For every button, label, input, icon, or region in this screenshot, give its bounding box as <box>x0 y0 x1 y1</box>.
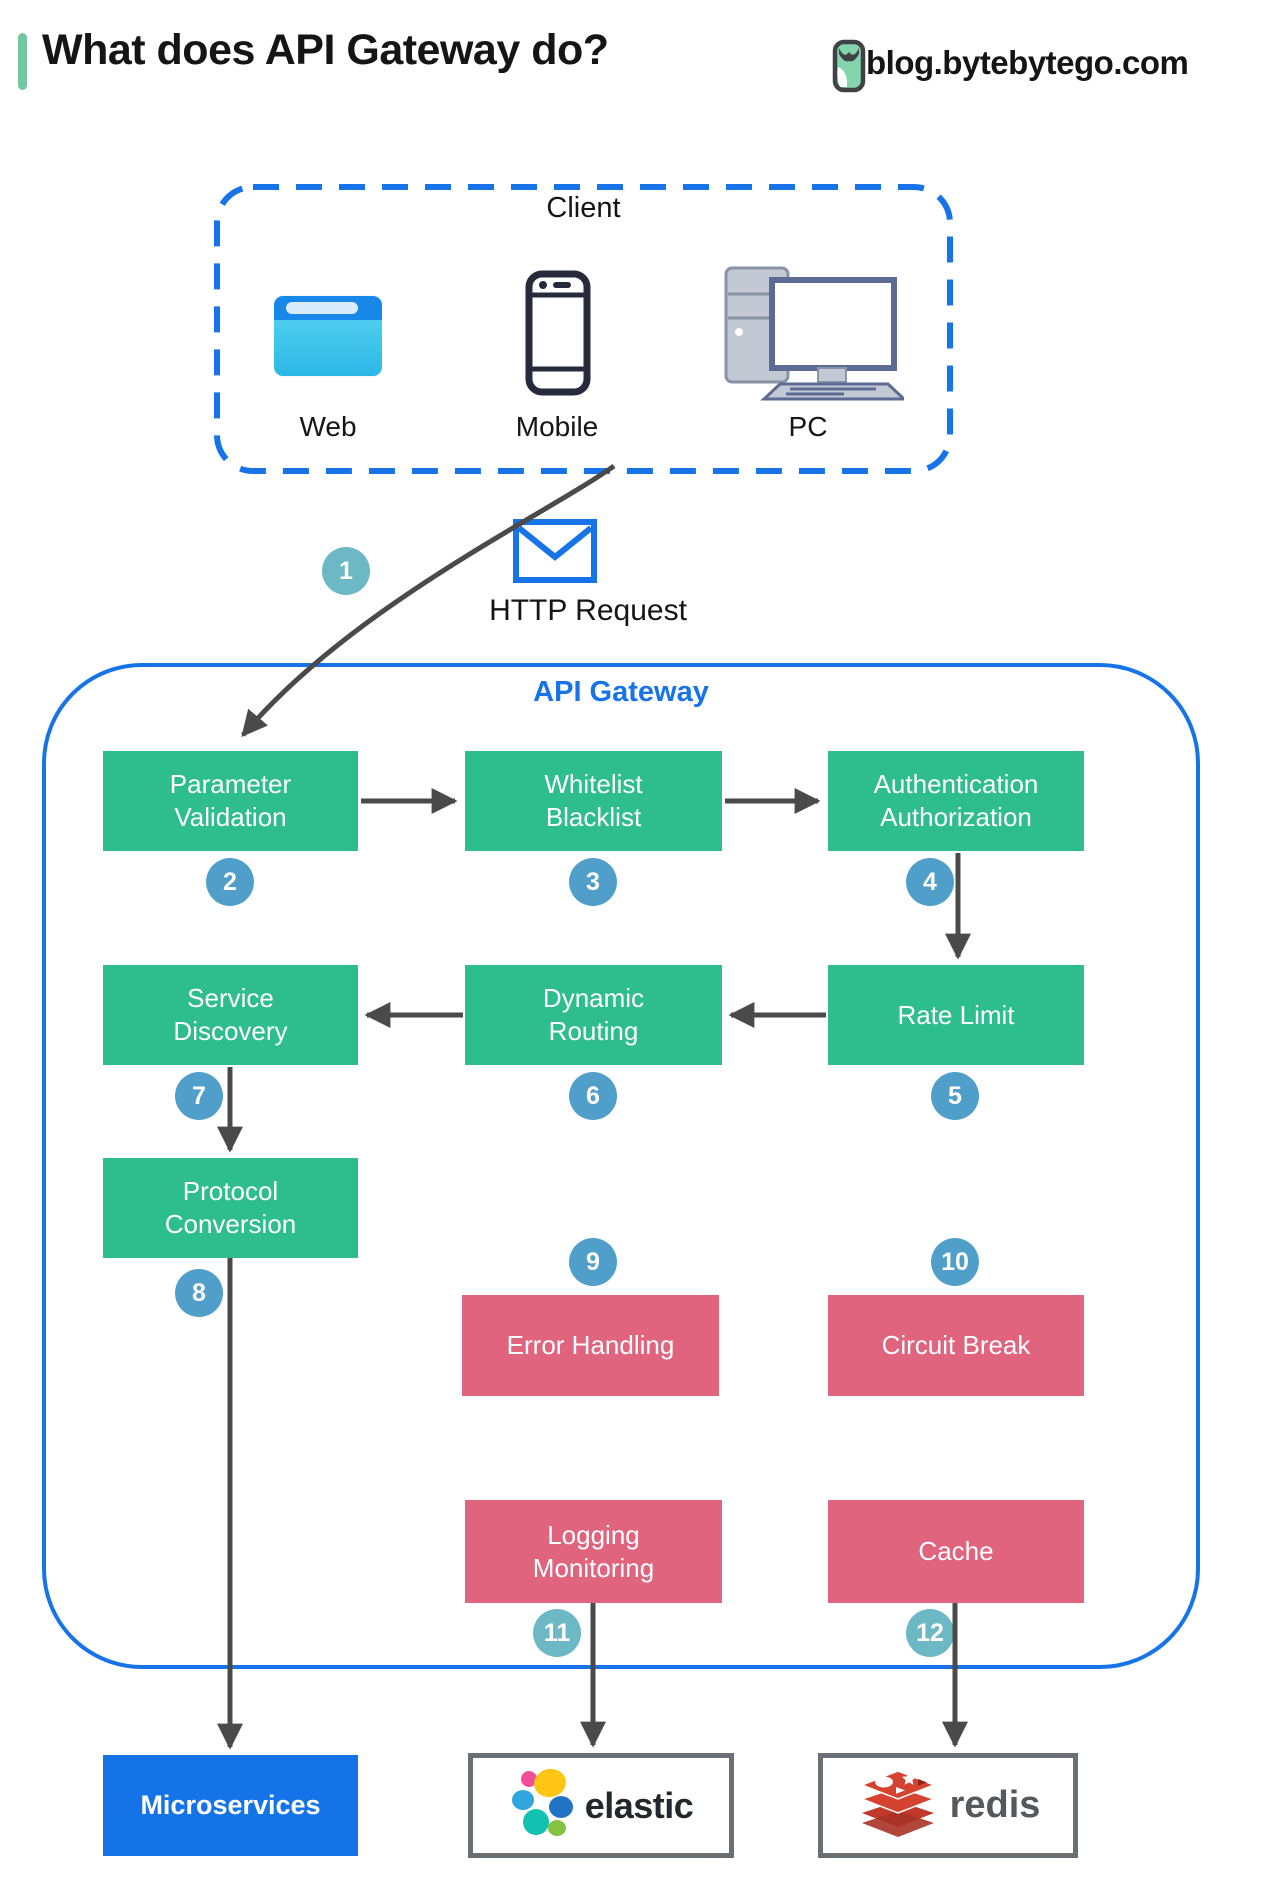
step-badge-10: 10 <box>931 1238 979 1286</box>
device-label-mobile: Mobile <box>515 411 599 442</box>
box-cache: Cache <box>828 1500 1084 1603</box>
box-service-discovery: Service Discovery <box>103 965 358 1065</box>
box-whitelist-blacklist: Whitelist Blacklist <box>465 751 722 851</box>
elastic-logo-icon <box>509 1767 575 1844</box>
step-badge-3: 3 <box>569 858 617 906</box>
redis-logo-icon <box>856 1767 940 1844</box>
page-title: What does API Gateway do? <box>42 26 609 74</box>
step-badge-7: 7 <box>175 1072 223 1120</box>
step-badge-4: 4 <box>906 858 954 906</box>
box-error-handling: Error Handling <box>462 1295 719 1396</box>
box-authentication-authorization: Authentication Authorization <box>828 751 1084 851</box>
box-elastic: elastic <box>468 1753 734 1858</box>
step-badge-5: 5 <box>931 1072 979 1120</box>
box-parameter-validation: Parameter Validation <box>103 751 358 851</box>
client-group-label: Client <box>546 192 621 224</box>
box-rate-limit: Rate Limit <box>828 965 1084 1065</box>
step-badge-12: 12 <box>906 1609 954 1657</box>
site-url: blog.bytebytego.com <box>866 44 1189 81</box>
device-label-pc: PC <box>788 411 828 442</box>
device-label-web: Web <box>299 411 357 442</box>
box-logging-monitoring: Logging Monitoring <box>465 1500 722 1603</box>
elastic-label: elastic <box>584 1784 694 1826</box>
step-badge-8: 8 <box>175 1269 223 1317</box>
bytebytego-logo-icon <box>832 39 866 98</box>
http-request-label: HTTP Request <box>489 594 687 627</box>
api-gateway-label: API Gateway <box>533 676 709 708</box>
step-badge-1: 1 <box>322 547 370 595</box>
box-redis: redis <box>818 1753 1078 1858</box>
redis-label: redis <box>949 1784 1041 1826</box>
envelope-icon <box>513 519 597 588</box>
box-protocol-conversion: Protocol Conversion <box>103 1158 358 1258</box>
box-dynamic-routing: Dynamic Routing <box>465 965 722 1065</box>
step-badge-2: 2 <box>206 858 254 906</box>
api-gateway-container <box>42 663 1200 1669</box>
box-circuit-break: Circuit Break <box>828 1295 1084 1396</box>
step-badge-6: 6 <box>569 1072 617 1120</box>
desktop-icon <box>718 254 908 407</box>
title-accent-bar <box>18 33 27 90</box>
browser-icon <box>274 296 382 376</box>
step-badge-11: 11 <box>533 1609 581 1657</box>
smartphone-icon <box>525 270 591 401</box>
step-badge-9: 9 <box>569 1238 617 1286</box>
microservices-label: Microservices <box>140 1790 321 1820</box>
box-microservices: Microservices <box>103 1755 358 1856</box>
